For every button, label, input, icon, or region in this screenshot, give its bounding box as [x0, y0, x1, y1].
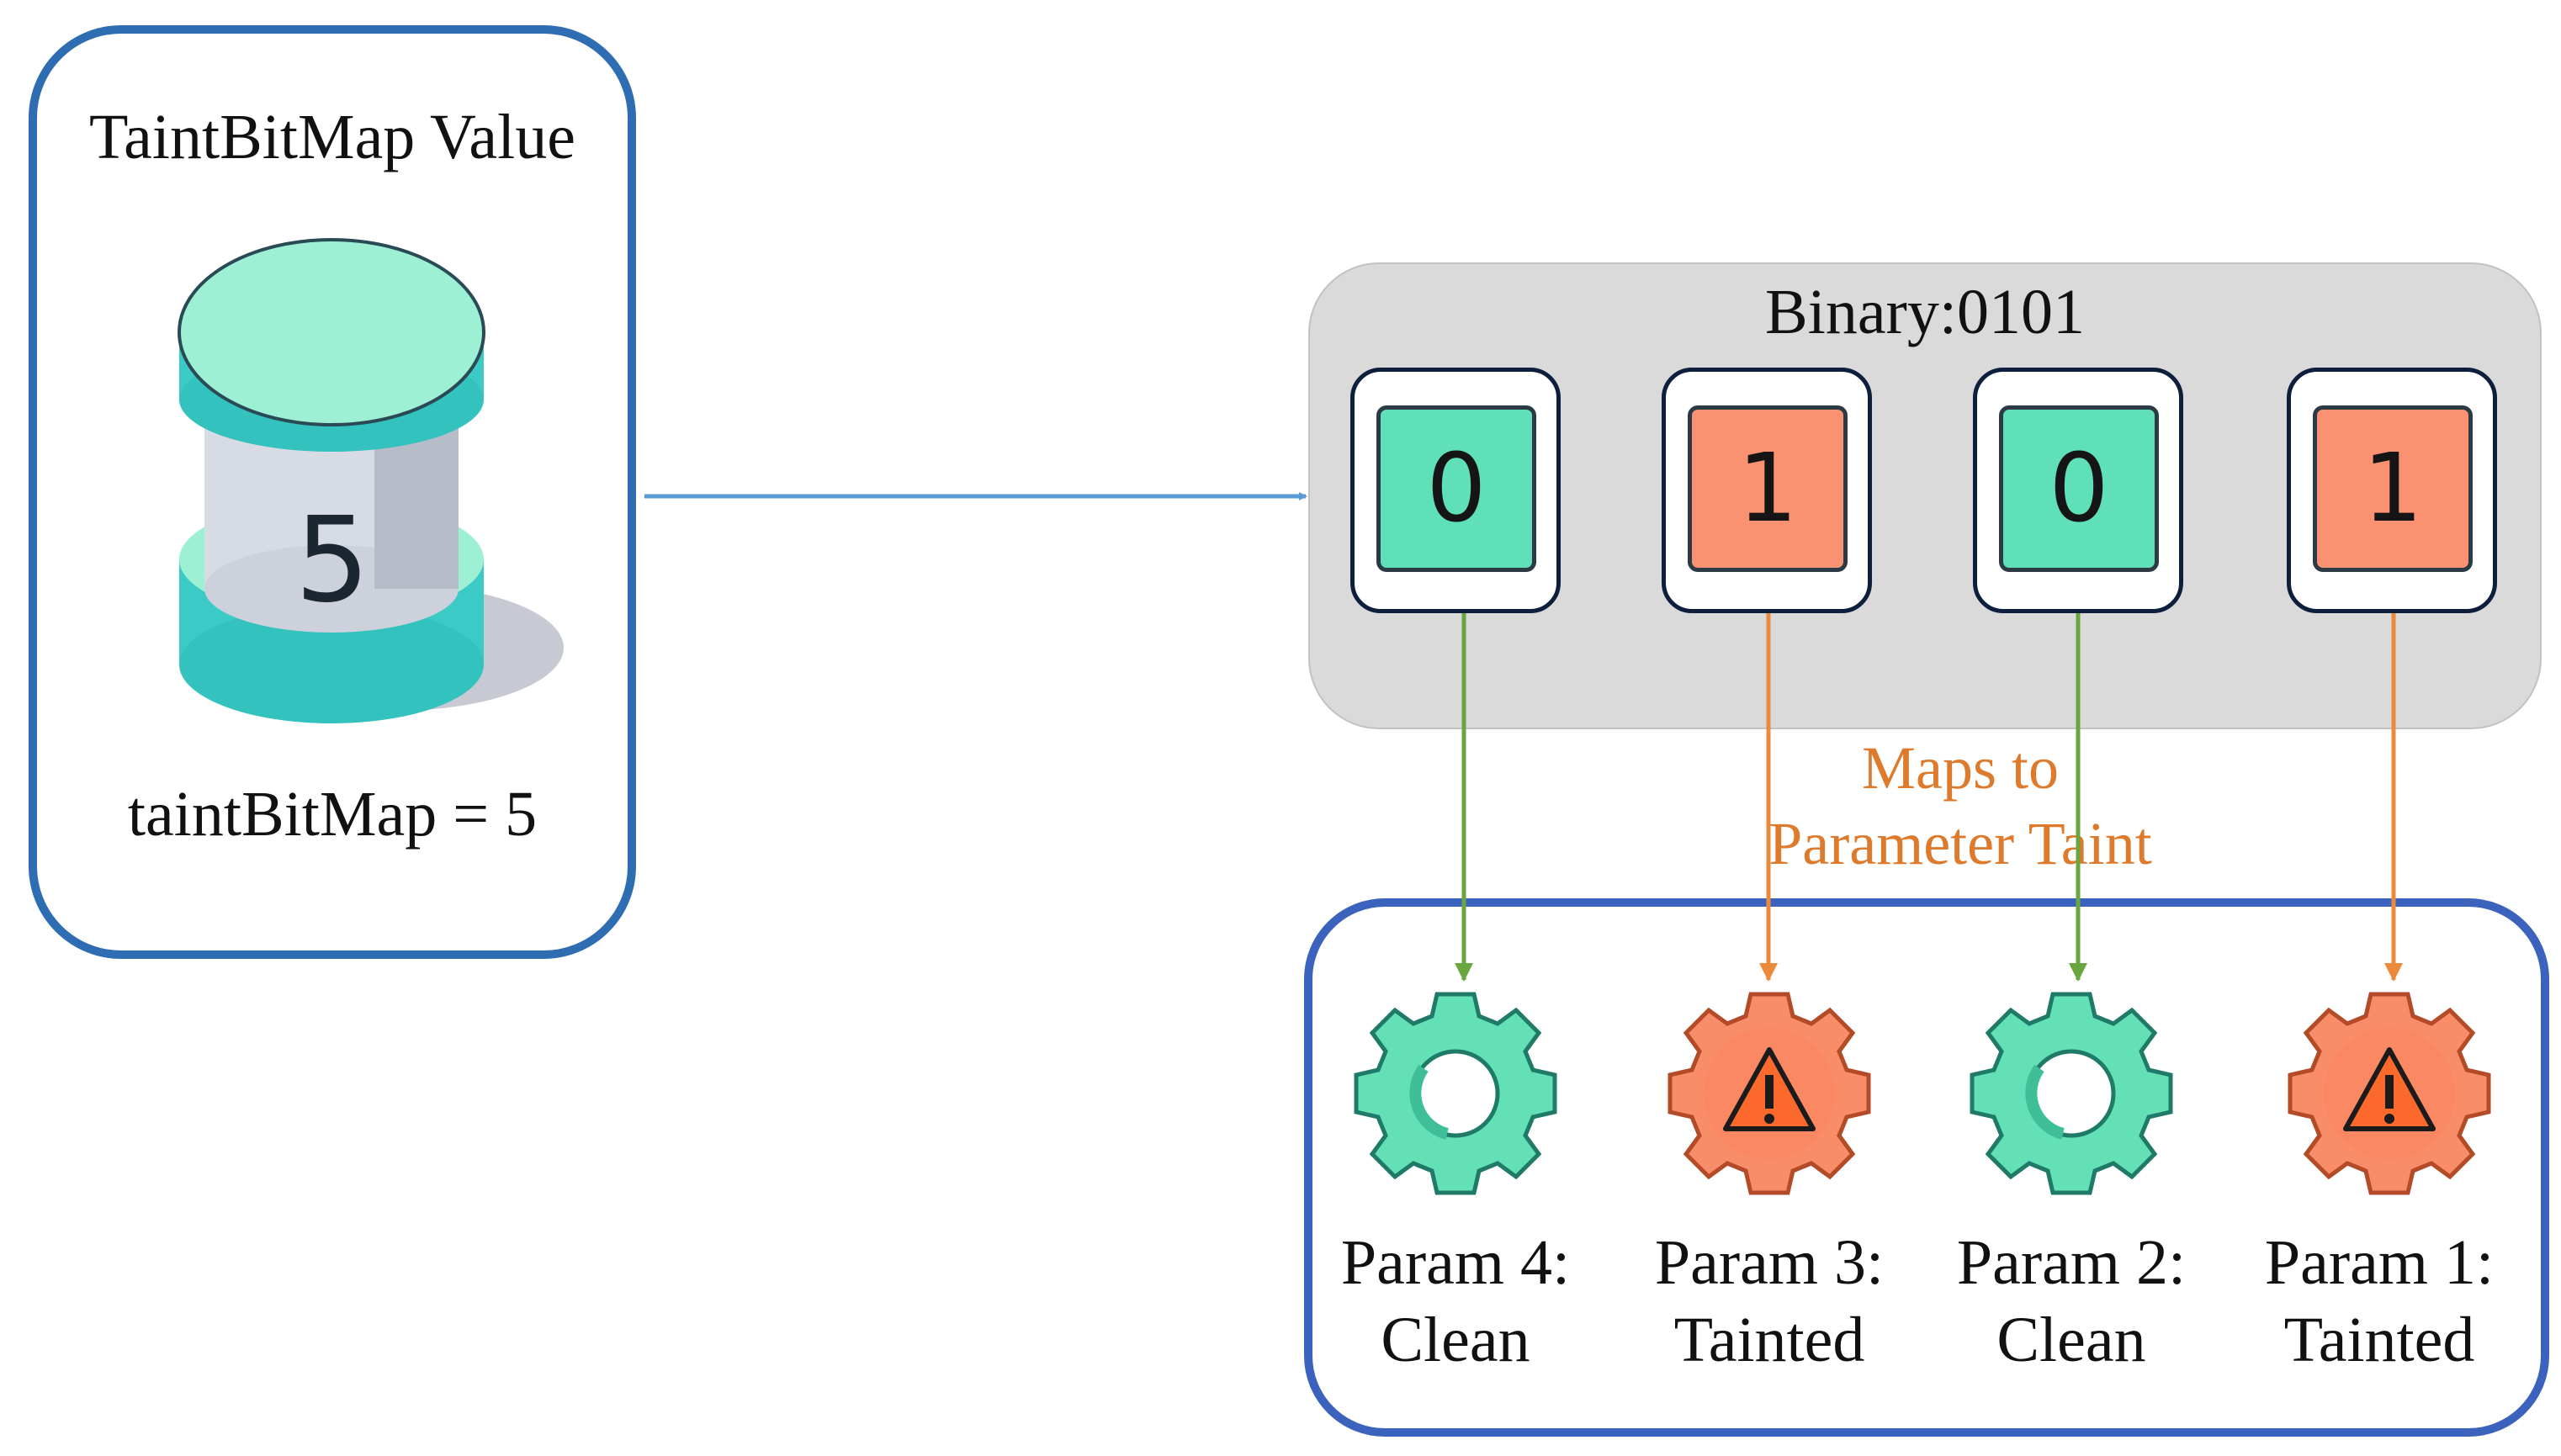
bit-card: 1 [2287, 368, 2497, 613]
maps-label-line: Parameter Taint [1768, 810, 2152, 877]
bit-value: 0 [1999, 405, 2159, 572]
gear-icon [1972, 994, 2171, 1193]
param-name: Param 1: [2264, 1227, 2495, 1298]
param-status: Clean [1996, 1305, 2146, 1375]
param-name: Param 2: [1956, 1227, 2187, 1298]
binary-title: Binary:0101 [1765, 277, 2085, 347]
param-label: Param 2: Clean [1933, 1224, 2210, 1379]
warning-gear-icon [1670, 994, 1869, 1193]
bit-card: 0 [1350, 368, 1561, 613]
param-label: Param 4: Clean [1317, 1224, 1594, 1379]
param-status: Tainted [1673, 1305, 1865, 1375]
gear-icon [1356, 994, 1555, 1193]
bit-card: 1 [1662, 368, 1872, 613]
param-name: Param 4: [1340, 1227, 1571, 1298]
bit-value: 0 [1376, 405, 1536, 572]
bit-value: 1 [1688, 405, 1848, 572]
maps-label: Maps to Parameter Taint [1708, 730, 2213, 882]
bit-value: 1 [2313, 405, 2473, 572]
param-name: Param 3: [1654, 1227, 1885, 1298]
maps-label-line: Maps to [1862, 734, 2059, 802]
cylinder-value: 5 [294, 492, 370, 629]
bit-card: 0 [1973, 368, 2183, 613]
warning-gear-icon [2290, 994, 2489, 1193]
param-status: Tainted [2283, 1305, 2475, 1375]
panel-title: TaintBitMap Value [89, 102, 575, 172]
param-label: Param 3: Tainted [1630, 1224, 1908, 1379]
panel-caption: taintBitMap = 5 [127, 779, 538, 850]
param-status: Clean [1381, 1305, 1530, 1375]
param-label: Param 1: Tainted [2240, 1224, 2518, 1379]
database-cylinder-icon [178, 238, 564, 723]
